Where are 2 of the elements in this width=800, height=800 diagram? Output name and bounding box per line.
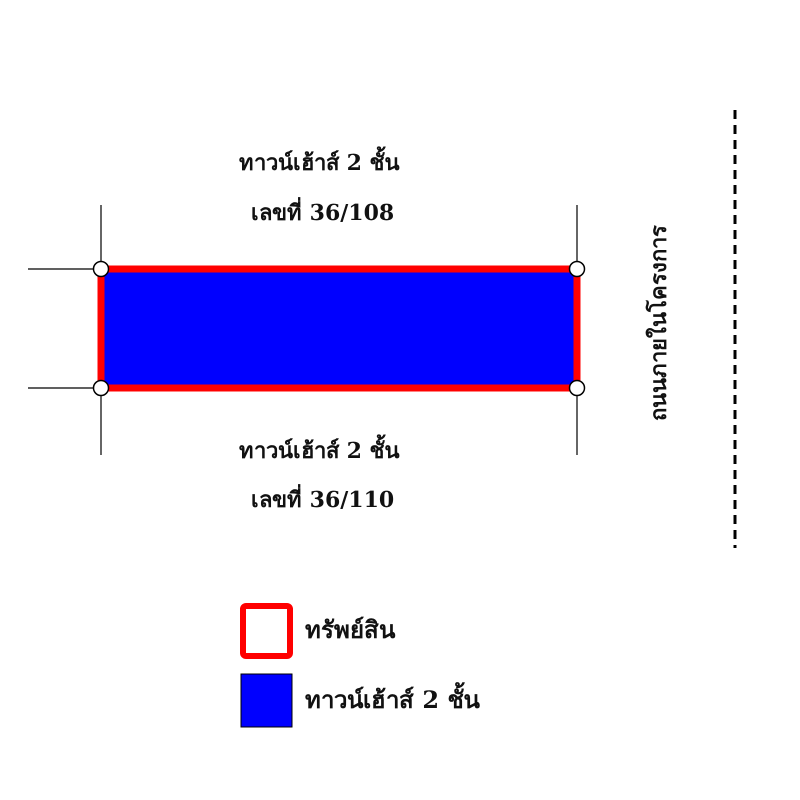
road-label: ถนนภายในโครงการ <box>646 225 672 421</box>
legend-label: ทรัพย์สิน <box>305 616 395 645</box>
